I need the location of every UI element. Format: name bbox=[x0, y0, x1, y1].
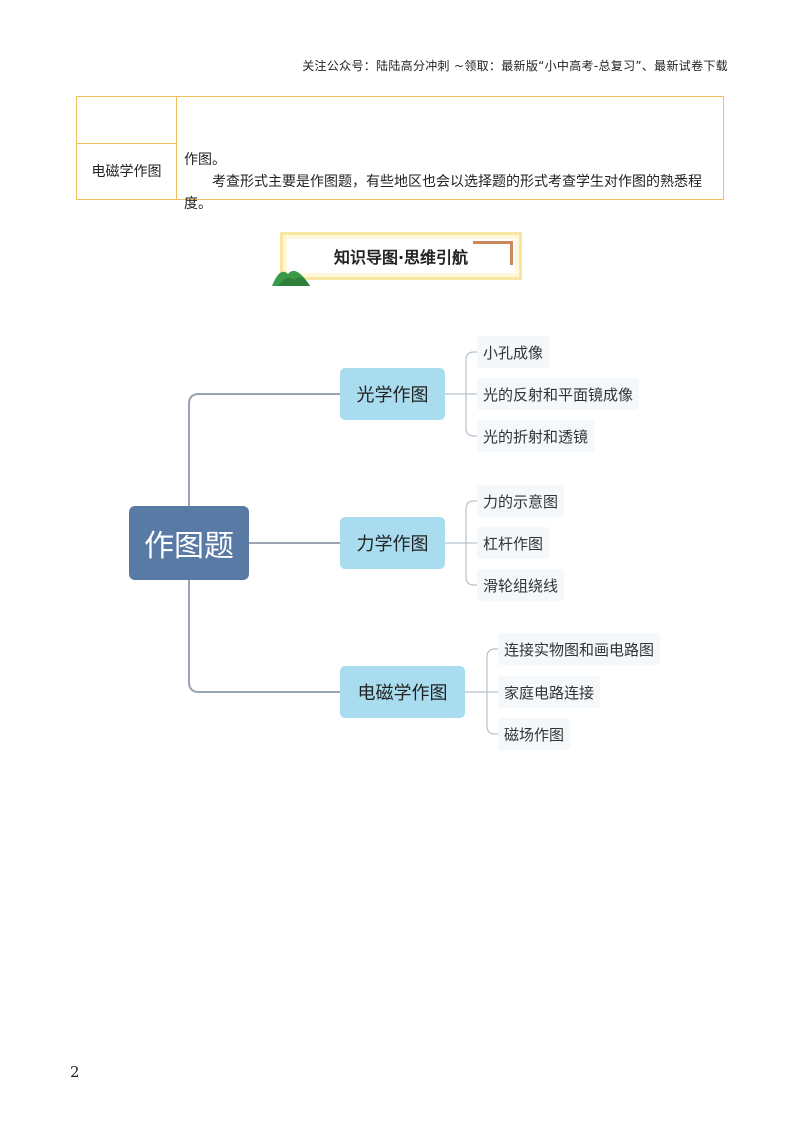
info-table: 电磁学作图 作图。 考查形式主要是作图题，有些地区也会以选择题的形式考查学生对作… bbox=[76, 96, 724, 212]
table-content-line: 考查形式主要是作图题，有些地区也会以选择题的形式考查学生对作图的熟悉程度。 bbox=[184, 174, 702, 212]
hill-icon bbox=[272, 270, 310, 286]
mindmap-branch-electromagnetism: 电磁学作图 bbox=[340, 666, 465, 718]
table-content-line: 作图。 bbox=[184, 152, 226, 168]
mindmap-leaf: 家庭电路连接 bbox=[498, 676, 601, 708]
mindmap-root: 作图题 bbox=[129, 506, 249, 580]
mindmap-branch-optics: 光学作图 bbox=[340, 368, 445, 420]
mindmap-leaf: 连接实物图和画电路图 bbox=[498, 633, 661, 665]
mindmap-leaf: 磁场作图 bbox=[498, 718, 571, 750]
table-content: 作图。 考查形式主要是作图题，有些地区也会以选择题的形式考查学生对作图的熟悉程度… bbox=[184, 149, 713, 215]
mindmap-leaf: 光的折射和透镜 bbox=[477, 420, 595, 452]
mindmap-leaf: 力的示意图 bbox=[477, 485, 565, 517]
mindmap-branch-mechanics: 力学作图 bbox=[340, 517, 445, 569]
mindmap-leaf: 滑轮组绕线 bbox=[477, 569, 565, 601]
mindmap-leaf: 光的反射和平面镜成像 bbox=[477, 378, 640, 410]
section-banner: 知识导图·思维引航 bbox=[280, 232, 522, 280]
mindmap-leaf: 小孔成像 bbox=[477, 336, 550, 368]
mindmap-leaf: 杠杆作图 bbox=[477, 527, 550, 559]
table-divider bbox=[77, 143, 176, 144]
table-divider bbox=[176, 97, 177, 199]
table-row-label: 电磁学作图 bbox=[91, 164, 162, 180]
banner-corner-decoration bbox=[473, 241, 513, 244]
page-header: 关注公众号：陆陆高分冲刺 ~领取：最新版“小中高考-总复习”、最新试卷下载 bbox=[302, 59, 728, 73]
banner-title: 知识导图·思维引航 bbox=[287, 239, 515, 273]
page-number: 2 bbox=[70, 1063, 80, 1081]
banner-corner-decoration bbox=[510, 241, 513, 265]
